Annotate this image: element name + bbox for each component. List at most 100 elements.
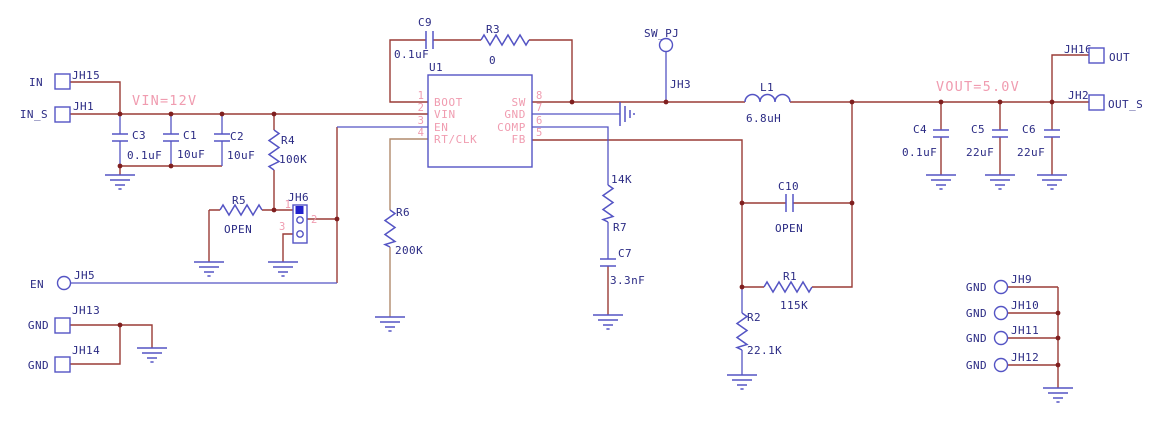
- resistor-r1[interactable]: R1 115K: [763, 270, 813, 312]
- capacitor-c6[interactable]: C6 22uF: [1017, 123, 1060, 159]
- wires-main: [70, 39, 1089, 388]
- component-value: 10uF: [177, 148, 205, 161]
- connector-label: GND: [966, 307, 987, 320]
- pin-number: 7: [536, 102, 542, 114]
- component-value: 0.1uF: [902, 146, 937, 159]
- connector-jh13[interactable]: GND JH13: [28, 304, 100, 334]
- connector-ref: JH1: [73, 100, 94, 113]
- connector-jh14[interactable]: GND JH14: [28, 344, 100, 373]
- connector-ref: JH3: [670, 78, 691, 91]
- inductor-l1[interactable]: L1 6.8uH: [744, 81, 791, 125]
- connector-jh5[interactable]: EN JH5: [30, 269, 95, 291]
- component-ref: C1: [183, 129, 197, 142]
- pad-square[interactable]: [54, 317, 71, 334]
- component-value: 0.1uF: [394, 48, 429, 61]
- connector-label: IN_S: [20, 108, 48, 121]
- capacitor-c7[interactable]: C7 3.3nF: [600, 247, 645, 287]
- component-value: 6.8uH: [746, 112, 781, 125]
- component-ref: C3: [132, 129, 146, 142]
- connector-label: IN: [29, 76, 43, 89]
- connector-jh15[interactable]: IN JH15: [29, 69, 100, 90]
- connector-ref: JH12: [1011, 351, 1039, 364]
- component-value: OPEN: [775, 222, 803, 235]
- connector-ref: JH10: [1011, 299, 1039, 312]
- pad-square[interactable]: [1088, 47, 1105, 64]
- capacitor-c4[interactable]: C4 0.1uF: [902, 123, 949, 159]
- capacitor-c2[interactable]: C2 10uF: [214, 130, 255, 162]
- connector-label: EN: [30, 278, 44, 291]
- pin-name: VIN: [434, 108, 456, 121]
- connector-label: GND: [28, 359, 49, 372]
- resistor-r2[interactable]: R2 22.1K: [734, 311, 782, 357]
- component-ref: U1: [429, 61, 443, 74]
- connector-ref: JH9: [1011, 273, 1032, 286]
- pad-circle[interactable]: [993, 305, 1009, 321]
- connector-ref: JH16: [1064, 43, 1092, 56]
- pad-square[interactable]: [54, 356, 71, 373]
- jumper-pin-number: 2: [311, 214, 317, 226]
- component-value: 14K: [611, 173, 632, 186]
- component-ref: C10: [778, 180, 799, 193]
- pad-circle[interactable]: [993, 279, 1009, 295]
- jumper-jh6[interactable]: JH6 1 2 3: [279, 191, 317, 244]
- probe-circle[interactable]: [658, 37, 674, 53]
- capacitor-c3[interactable]: C3 0.1uF: [112, 129, 162, 162]
- component-value: 115K: [780, 299, 808, 312]
- connector-jh16[interactable]: JH16 OUT: [1064, 43, 1130, 64]
- pad-circle[interactable]: [993, 330, 1009, 346]
- connector-label: OUT: [1109, 51, 1130, 64]
- resistor-r5[interactable]: R5 OPEN: [219, 194, 263, 236]
- component-ref: L1: [760, 81, 774, 94]
- component-value: 22uF: [1017, 146, 1045, 159]
- ic-body[interactable]: [427, 74, 533, 168]
- component-value: OPEN: [224, 223, 252, 236]
- pin-name: GND: [504, 108, 526, 121]
- jumper-pin2-circle[interactable]: [296, 216, 304, 224]
- ic-u1[interactable]: U1 1 2 3 4 BOOT VIN EN RT/CLK 8 7 6 5 SW…: [418, 61, 543, 168]
- wires-blue: [71, 51, 743, 375]
- component-ref: R4: [281, 134, 295, 147]
- pad-circle[interactable]: [56, 275, 72, 291]
- jumper-pin1-square[interactable]: [295, 206, 304, 214]
- net-probe-label: SW_PJ: [644, 27, 679, 40]
- connector-jh1[interactable]: IN_S JH1: [20, 100, 94, 123]
- component-ref: C5: [971, 123, 985, 136]
- connector-jh2[interactable]: JH2 OUT_S: [1068, 89, 1143, 111]
- pad-square[interactable]: [54, 106, 71, 123]
- connector-jh9[interactable]: GND JH9: [966, 273, 1032, 295]
- ground-symbol-rotated: [619, 102, 635, 126]
- pad-square[interactable]: [1088, 94, 1105, 111]
- capacitor-c9[interactable]: C9 0.1uF: [394, 16, 434, 61]
- pad-circle[interactable]: [993, 357, 1009, 373]
- component-value: 100K: [279, 153, 307, 166]
- probe-sw-pj[interactable]: SW_PJ JH3: [644, 27, 691, 91]
- capacitor-c10[interactable]: C10 OPEN: [775, 180, 803, 235]
- resistor-r6[interactable]: R6 200K: [382, 206, 423, 257]
- resistor-r4[interactable]: R4 100K: [267, 129, 307, 171]
- pin-number: 2: [418, 102, 424, 114]
- component-value: 0.1uF: [127, 149, 162, 162]
- pin-number: 1: [418, 90, 424, 102]
- pin-number: 3: [418, 115, 424, 127]
- component-ref: C9: [418, 16, 432, 29]
- connector-jh10[interactable]: GND JH10: [966, 299, 1039, 321]
- component-ref: R1: [783, 270, 797, 283]
- resistor-r3[interactable]: R3 0: [480, 23, 530, 67]
- connector-jh11[interactable]: GND JH11: [966, 324, 1039, 346]
- jumper-pin-number: 1: [285, 199, 291, 211]
- capacitor-c5[interactable]: C5 22uF: [966, 123, 1008, 159]
- pad-square[interactable]: [54, 73, 71, 90]
- connector-label: GND: [966, 332, 987, 345]
- pin-name: SW: [512, 96, 526, 109]
- component-ref: R6: [396, 206, 410, 219]
- pin-number: 4: [418, 127, 424, 139]
- component-value: 3.3nF: [610, 274, 645, 287]
- connector-jh12[interactable]: GND JH12: [966, 351, 1039, 373]
- resistor-r7[interactable]: 14K R7: [600, 173, 632, 234]
- capacitor-c1[interactable]: C1 10uF: [163, 129, 205, 161]
- jumper-pin3-circle[interactable]: [296, 230, 304, 238]
- connector-label: GND: [28, 319, 49, 332]
